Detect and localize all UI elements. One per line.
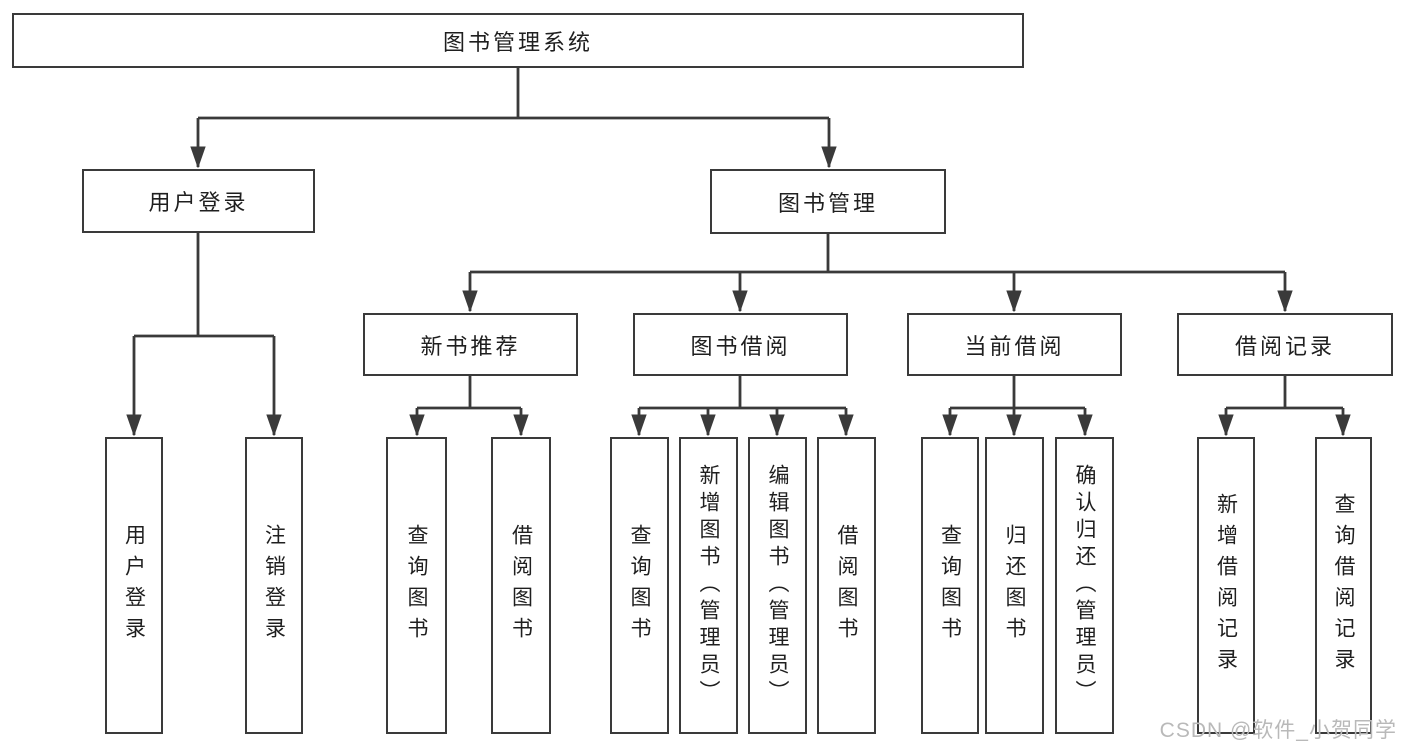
node-book-borrow-label: 图书借阅 — [690, 333, 791, 359]
leaf-logout-label: 注销登录 — [262, 523, 286, 648]
leaf-query-borrow-record: 查询借阅记录 — [1315, 437, 1372, 734]
leaf-edit-book-admin-label: 编辑图书（管理员） — [766, 464, 790, 707]
leaf-borrow-books-recommend: 借阅图书 — [491, 437, 551, 734]
leaf-borrow-books: 借阅图书 — [817, 437, 876, 734]
leaf-add-borrow-record-label: 新增借阅记录 — [1214, 492, 1238, 679]
node-user-login: 用户登录 — [82, 169, 315, 233]
node-borrow-records-label: 借阅记录 — [1234, 333, 1335, 359]
leaf-add-book-admin-label: 新增图书（管理员） — [697, 464, 721, 707]
node-book-borrow: 图书借阅 — [633, 313, 848, 376]
node-new-book-recommend-label: 新书推荐 — [420, 333, 521, 359]
node-root: 图书管理系统 — [12, 13, 1024, 68]
leaf-confirm-return-admin-label: 确认归还（管理员） — [1073, 464, 1097, 707]
leaf-query-books-borrow-label: 查询图书 — [628, 523, 652, 648]
leaf-logout: 注销登录 — [245, 437, 303, 734]
leaf-borrow-books-recommend-label: 借阅图书 — [509, 523, 533, 648]
leaf-return-books-label: 归还图书 — [1003, 523, 1027, 648]
node-user-login-label: 用户登录 — [148, 190, 249, 215]
leaf-add-book-admin: 新增图书（管理员） — [679, 437, 738, 734]
leaf-query-books-current-label: 查询图书 — [938, 523, 962, 648]
leaf-query-borrow-record-label: 查询借阅记录 — [1332, 492, 1356, 679]
node-current-borrow-label: 当前借阅 — [964, 333, 1065, 359]
leaf-query-books-current: 查询图书 — [921, 437, 979, 734]
node-borrow-records: 借阅记录 — [1177, 313, 1393, 376]
leaf-user-login: 用户登录 — [105, 437, 163, 734]
node-book-management: 图书管理 — [710, 169, 946, 234]
leaf-edit-book-admin: 编辑图书（管理员） — [748, 437, 807, 734]
leaf-return-books: 归还图书 — [985, 437, 1044, 734]
leaf-user-login-label: 用户登录 — [122, 523, 146, 648]
leaf-query-books-recommend: 查询图书 — [386, 437, 447, 734]
leaf-confirm-return-admin: 确认归还（管理员） — [1055, 437, 1114, 734]
node-root-label: 图书管理系统 — [442, 29, 593, 55]
watermark: CSDN @软件_小贺同学 — [1159, 719, 1397, 742]
leaf-borrow-books-label: 借阅图书 — [835, 523, 859, 648]
node-current-borrow: 当前借阅 — [907, 313, 1122, 376]
leaf-query-books-borrow: 查询图书 — [610, 437, 669, 734]
leaf-query-books-recommend-label: 查询图书 — [405, 523, 429, 648]
node-book-management-label: 图书管理 — [777, 190, 878, 216]
leaf-add-borrow-record: 新增借阅记录 — [1197, 437, 1255, 734]
node-new-book-recommend: 新书推荐 — [363, 313, 578, 376]
